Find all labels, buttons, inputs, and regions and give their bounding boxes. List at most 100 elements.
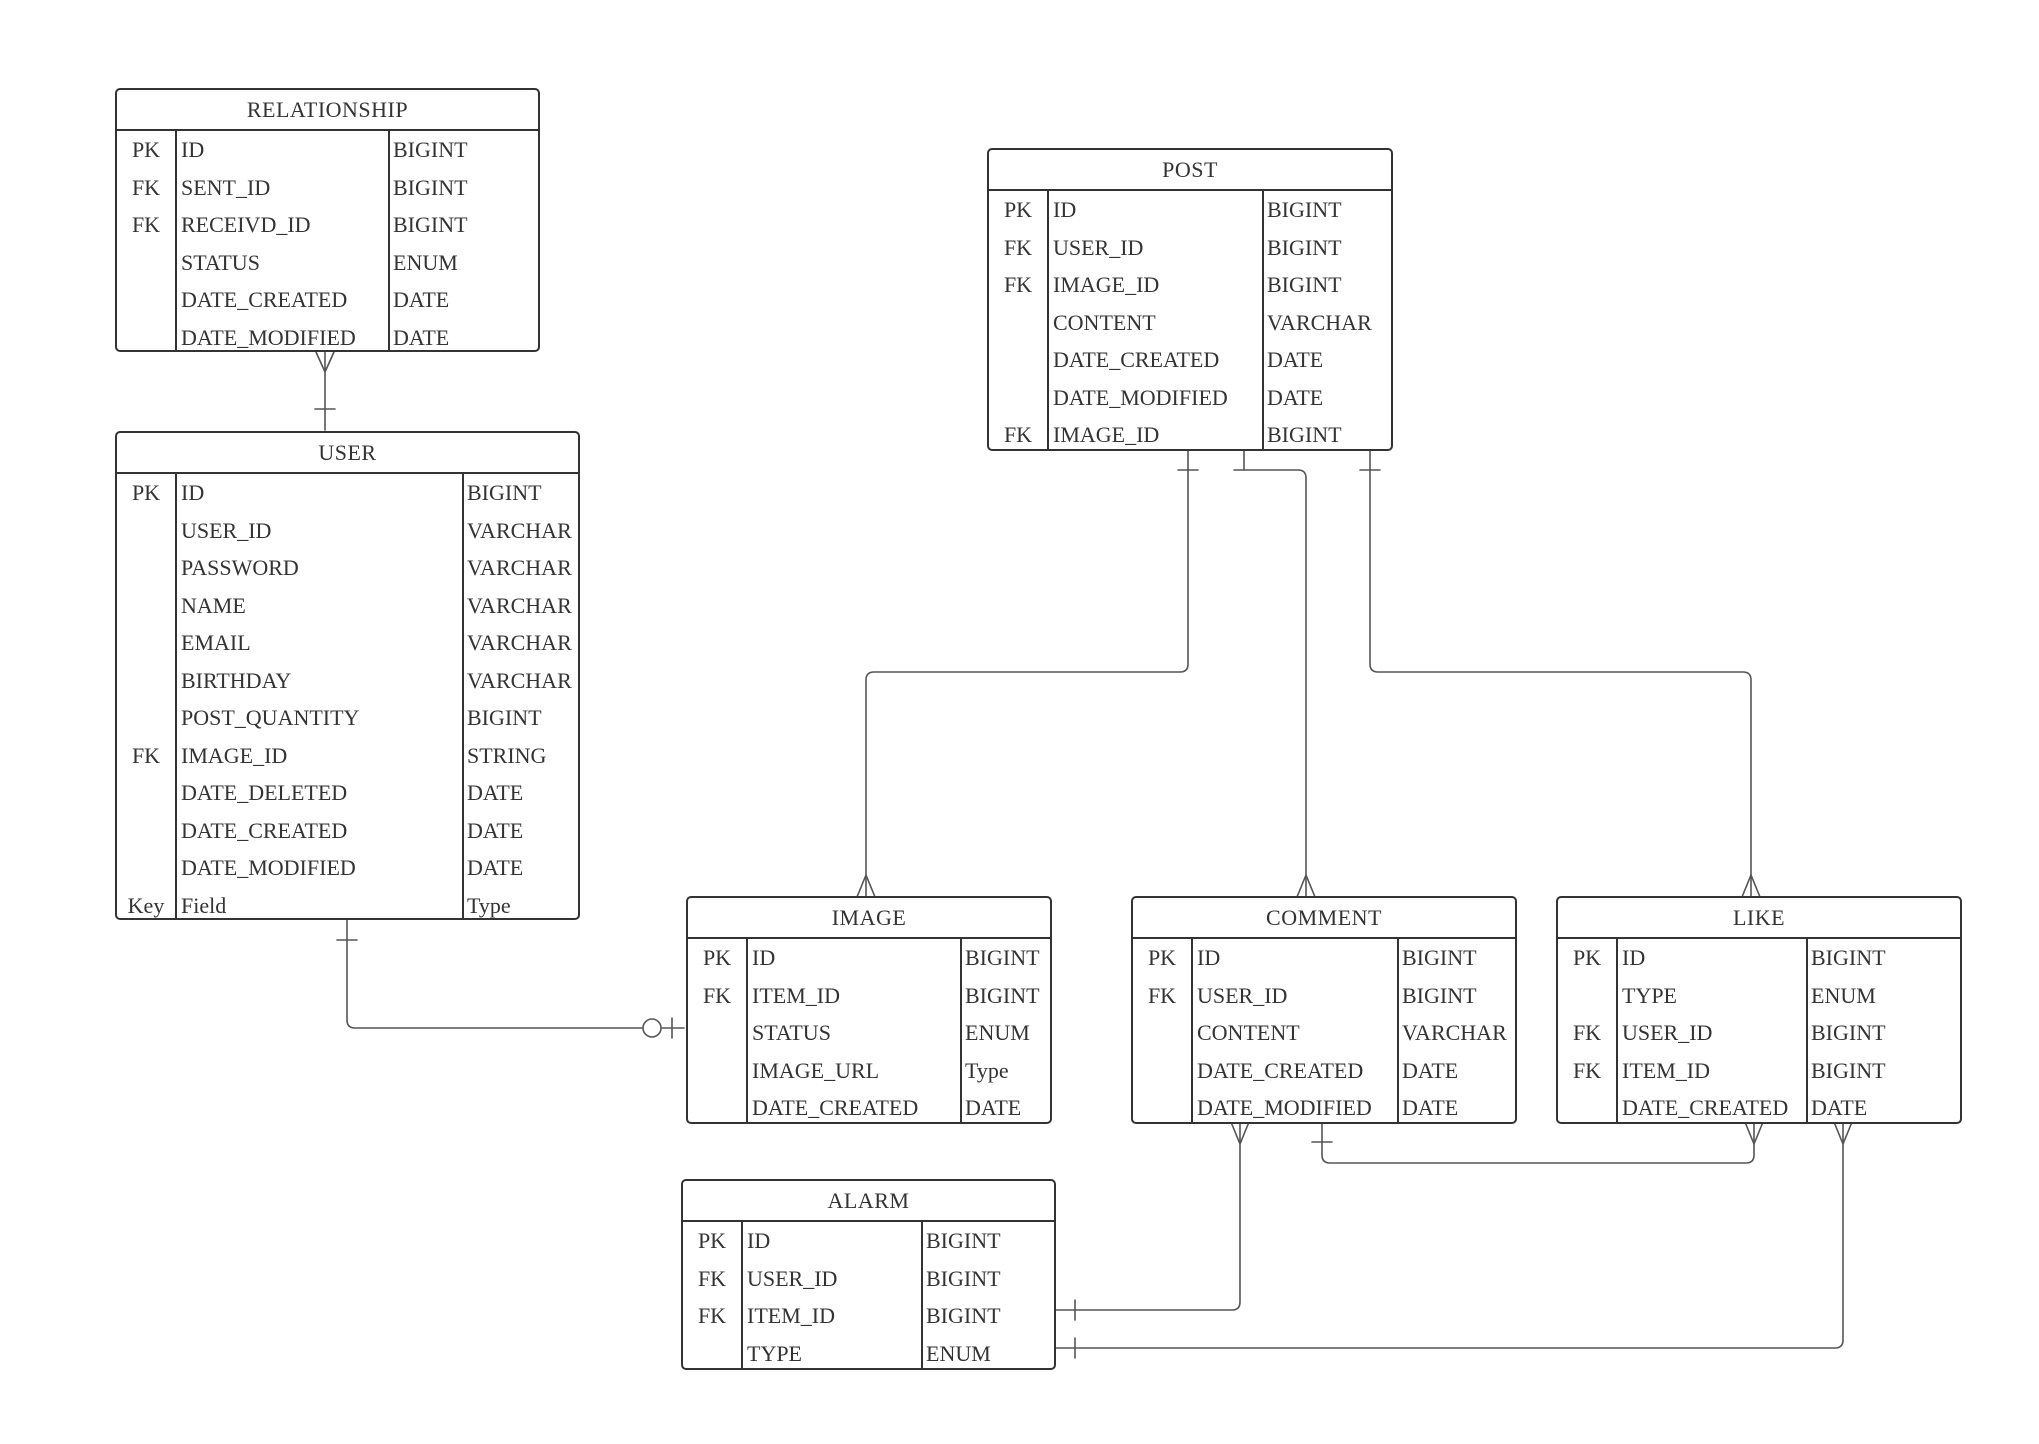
field-cell: DATE_CREATED [1197, 1057, 1364, 1083]
type-cell: BIGINT [1267, 197, 1342, 222]
field-cell: DATE_MODIFIED [181, 855, 356, 880]
field-cell: IMAGE_ID [1053, 422, 1160, 447]
connector-comment-like [1311, 1121, 1764, 1164]
type-cell: DATE [1267, 384, 1324, 410]
type-cell: DATE [393, 324, 450, 350]
key-cell: PK [697, 1228, 727, 1253]
key-cell: FK [697, 1265, 727, 1291]
field-cell: NAME [181, 592, 246, 618]
type-cell: BIGINT [926, 1228, 1001, 1253]
key-cell: FK [131, 174, 161, 200]
table-row: USER_ID VARCHAR [117, 512, 578, 550]
connector-post-comment [1233, 449, 1316, 898]
type-cell: DATE [1267, 347, 1324, 372]
type-cell: BIGINT [1811, 1057, 1886, 1083]
field-cell: IMAGE_ID [1053, 272, 1160, 297]
table-row: DATE_CREATED DATE [989, 341, 1391, 379]
type-cell: BIGINT [467, 705, 542, 730]
entity-title: COMMENT [1133, 898, 1515, 939]
key-cell: FK [1572, 1020, 1602, 1045]
type-cell: DATE [965, 1095, 1022, 1120]
entity-title: ALARM [683, 1181, 1054, 1222]
entity-title: LIKE [1558, 898, 1960, 939]
field-cell: USER_ID [747, 1265, 838, 1291]
type-cell: ENUM [965, 1020, 1030, 1045]
field-cell: IMAGE_ID [181, 742, 288, 768]
key-cell: FK [1003, 234, 1033, 260]
field-cell: SENT_ID [181, 174, 271, 200]
connector-comment-alarm [1053, 1121, 1250, 1321]
column-divider [1397, 939, 1399, 1122]
field-cell: BIRTHDAY [181, 667, 292, 693]
field-cell: STATUS [752, 1020, 831, 1045]
type-cell: VARCHAR [467, 592, 572, 618]
connector-like-alarm [1053, 1121, 1853, 1359]
key-cell: PK [1147, 945, 1177, 970]
type-cell: DATE [467, 817, 524, 843]
entity-title: IMAGE [688, 898, 1050, 939]
type-cell: VARCHAR [1267, 309, 1372, 335]
connector-user-image [336, 917, 685, 1039]
column-divider [746, 939, 748, 1122]
field-cell: DATE_CREATED [1053, 347, 1220, 372]
field-cell: DATE_CREATED [181, 817, 348, 843]
key-cell: FK [1003, 272, 1033, 297]
key-cell: FK [702, 982, 732, 1008]
key-cell: FK [1147, 982, 1177, 1008]
type-cell: BIGINT [1402, 982, 1477, 1008]
field-cell: USER_ID [181, 517, 272, 543]
column-divider [921, 1222, 923, 1368]
key-cell: FK [1003, 422, 1033, 447]
field-cell: ID [747, 1228, 771, 1253]
type-cell: BIGINT [965, 982, 1040, 1008]
type-cell: ENUM [393, 249, 458, 275]
table-row: DATE_CREATED DATE [117, 812, 578, 850]
type-cell: BIGINT [1267, 234, 1342, 260]
field-cell: Field [181, 892, 227, 918]
type-cell: Type [965, 1057, 1009, 1083]
type-cell: VARCHAR [467, 517, 572, 543]
table-row: FK IMAGE_ID BIGINT [989, 266, 1391, 304]
column-divider [1616, 939, 1618, 1122]
field-cell: DATE_MODIFIED [1197, 1095, 1372, 1120]
type-cell: BIGINT [1267, 272, 1342, 297]
field-cell: DATE_CREATED [181, 287, 348, 312]
type-cell: BIGINT [393, 137, 468, 162]
field-cell: DATE_DELETED [181, 780, 348, 805]
entity-title: USER [117, 433, 578, 474]
type-cell: VARCHAR [467, 630, 572, 655]
type-cell: DATE [1811, 1095, 1868, 1120]
field-cell: USER_ID [1622, 1020, 1713, 1045]
entity-title: RELATIONSHIP [117, 90, 538, 131]
connector-post-like [1359, 449, 1761, 898]
field-cell: DATE_MODIFIED [1053, 384, 1228, 410]
field-cell: ID [1053, 197, 1077, 222]
type-cell: ENUM [1811, 982, 1876, 1008]
